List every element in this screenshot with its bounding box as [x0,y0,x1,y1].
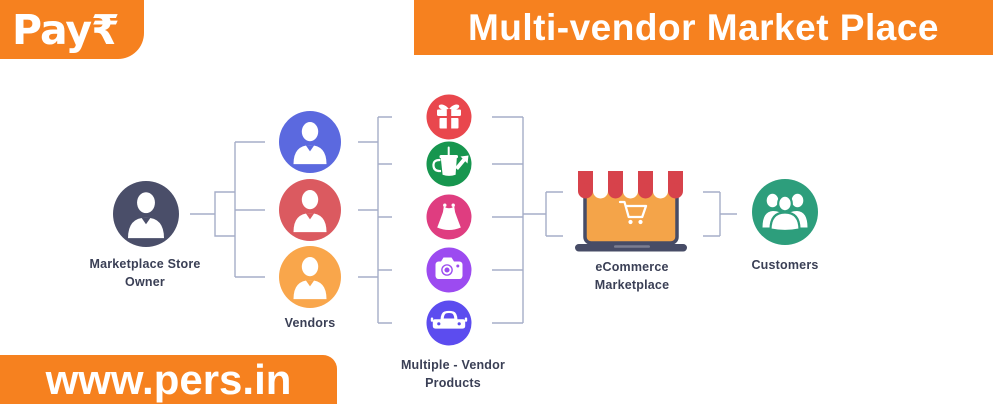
vendor-node-3 [279,246,341,308]
marketplace-label: eCommerce Marketplace [594,260,670,292]
customers-label: Customers [751,258,819,272]
camera-icon [435,257,463,279]
vendor-node-2 [279,179,341,241]
page-title: Multi-vendor Market Place [467,6,939,48]
awning [578,171,683,199]
connector-lines [190,116,737,324]
people-group-icon [762,193,808,233]
product-node-car [426,300,472,346]
product-node-dress [426,194,472,240]
customers-node [752,179,818,245]
product-node-gift [426,94,472,140]
vendors-label: Vendors [284,316,336,330]
product-node-watering-can [426,141,472,187]
gift-icon [437,104,461,129]
products-label: Multiple - Vendor Products [400,358,506,390]
title-banner: Multi-vendor Market Place [414,0,993,55]
site-url-banner: www.pers.in [0,355,337,404]
car-icon [430,310,468,329]
product-node-camera [426,247,472,293]
vendor-node-1 [279,111,341,173]
marketplace-node [575,171,687,252]
owner-label: Marketplace Store Owner [89,257,201,289]
brand-logo-text: Pay₹ [12,5,120,54]
owner-node [113,181,179,247]
shopping-cart-icon [618,200,648,225]
dress-icon [437,203,461,230]
watering-can-icon [432,146,469,176]
storefront-laptop-icon [575,171,687,252]
site-url-text: www.pers.in [45,355,292,403]
laptop-base [575,244,687,252]
brand-logo: Pay₹ [0,0,144,59]
